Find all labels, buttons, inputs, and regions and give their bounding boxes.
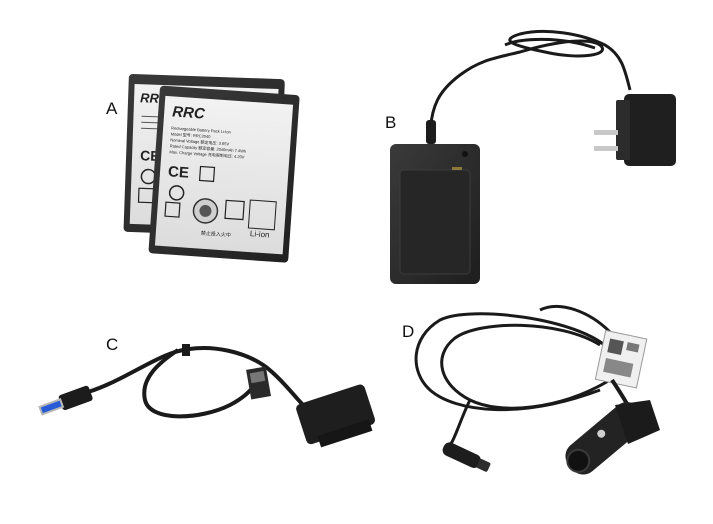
- charger-cable: [428, 29, 632, 141]
- battery-line-2: Model 型号: RRC2040: [171, 130, 212, 139]
- recycle-circle-icon: [168, 185, 185, 201]
- li-ion-badge: [247, 199, 277, 231]
- micro-usb-plug: [426, 120, 436, 144]
- sata-adapter: [296, 384, 376, 448]
- cable-label: [594, 329, 648, 389]
- battery-line-5: Max. Charge Voltage 充电限制电压: 4.20V: [169, 148, 245, 159]
- label-a: A: [106, 99, 118, 118]
- battery-front: RRC Rechargeable Battery Pack Li-Ion Mod…: [148, 85, 300, 263]
- camera-cable-set: [414, 305, 660, 475]
- usb-plug: [38, 385, 93, 416]
- charger-set: [390, 29, 676, 284]
- battery-line-1: Rechargeable Battery Pack Li-Ion: [171, 125, 231, 134]
- cable-tag: [246, 366, 271, 400]
- camera-screw-icon: [597, 429, 606, 438]
- battery-front-brand: RRC: [172, 103, 207, 122]
- label-c: C: [106, 335, 119, 354]
- battery-line-4: Rated Capacity 额定容量: 2040mAh 7.4Wh: [170, 142, 247, 153]
- svg-text:CE: CE: [140, 147, 160, 164]
- flower-icon: [224, 199, 245, 221]
- wall-adapter: [624, 94, 676, 166]
- battery-footer-text: 禁止投入火中: [201, 230, 231, 239]
- label-d: D: [402, 322, 415, 341]
- battery-pair: RRC CE RRC Rechargeable Battery Pack Li-…: [123, 73, 300, 263]
- battery-line-3: Nominal Voltage 额定电压: 3.65V: [170, 136, 230, 146]
- camera-mount: [615, 400, 660, 444]
- li-ion-text: Li-ion: [250, 229, 270, 239]
- ce-mark: CE: [168, 163, 190, 181]
- label-b: B: [385, 113, 397, 132]
- usb-sata-cable: [38, 344, 376, 448]
- bin-icon: [198, 165, 216, 183]
- adapter-prong-bottom: [594, 146, 618, 151]
- led-indicator: [462, 151, 468, 157]
- camera-plug: [442, 442, 491, 472]
- adapter-prong-top: [594, 130, 618, 135]
